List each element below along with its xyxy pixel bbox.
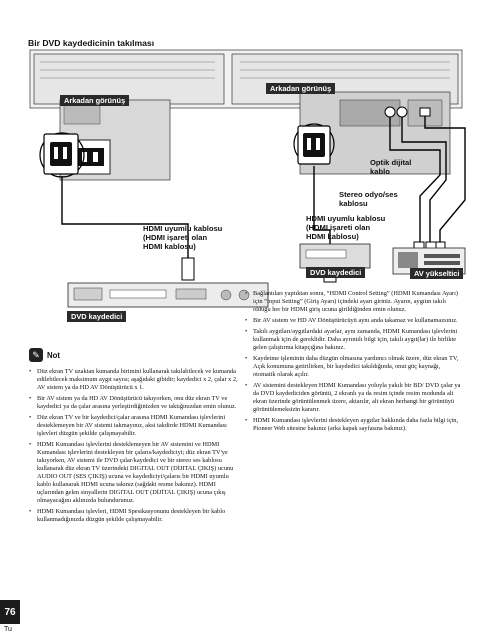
label-dvd-recorder-right: DVD kaydedici <box>306 267 366 278</box>
label-dvd-recorder-bottom: DVD kaydedici <box>67 311 127 322</box>
language-code: Tu <box>4 626 12 633</box>
note-item: Düz ekran TV ve bir kaydedici/çalar aras… <box>29 414 239 438</box>
connection-diagram <box>29 49 466 308</box>
note-item: HDMI Kumandası işlevlerini desteklemeyen… <box>29 441 239 505</box>
note-item: Bir AV sistem ve HD AV Dönüştürücüyü ayn… <box>245 317 463 325</box>
notes-left-column: ✎ Not Düz ekran TV uzaktan kumanda birim… <box>29 348 239 527</box>
note-item: Bağlantıları yaptıktan sonra, “HDMI Cont… <box>245 290 463 314</box>
note-item: Düz ekran TV uzaktan kumanda birimini ku… <box>29 368 239 392</box>
notes-right-column: Bağlantıları yaptıktan sonra, “HDMI Cont… <box>245 290 463 436</box>
dvd-recorder-front-image <box>67 282 269 308</box>
dvd-recorder-right-image <box>299 243 371 269</box>
rear-panel-closeup-left <box>39 99 171 181</box>
label-av-amplifier: AV yükseltici <box>410 268 464 279</box>
label-rear-view-left: Arkadan görünüş <box>60 95 130 106</box>
note-item: HDMI Kumandası işlevleri, HDMI Spesikasy… <box>29 508 239 524</box>
pencil-note-icon: ✎ <box>29 348 43 362</box>
label-rear-view-right: Arkadan görünüş <box>266 83 336 94</box>
note-heading: ✎ Not <box>29 348 239 362</box>
note-item: Kaydetme işleminin daha düzgün olmasına … <box>245 355 463 379</box>
note-item: Bir AV sistem ya da HD AV Dönüştürücü ta… <box>29 395 239 411</box>
note-item: HDMI Kumandası işlevlerini destekleyen a… <box>245 417 463 433</box>
page-number: 76 <box>0 600 20 624</box>
page-title: Bir DVD kaydedicinin takılması <box>28 38 155 48</box>
note-item: Takılı aygıtları/aygıtlardaki ayarlar, a… <box>245 328 463 352</box>
note-item: AV sistemini destekleyen HDMI Kumandası … <box>245 382 463 414</box>
